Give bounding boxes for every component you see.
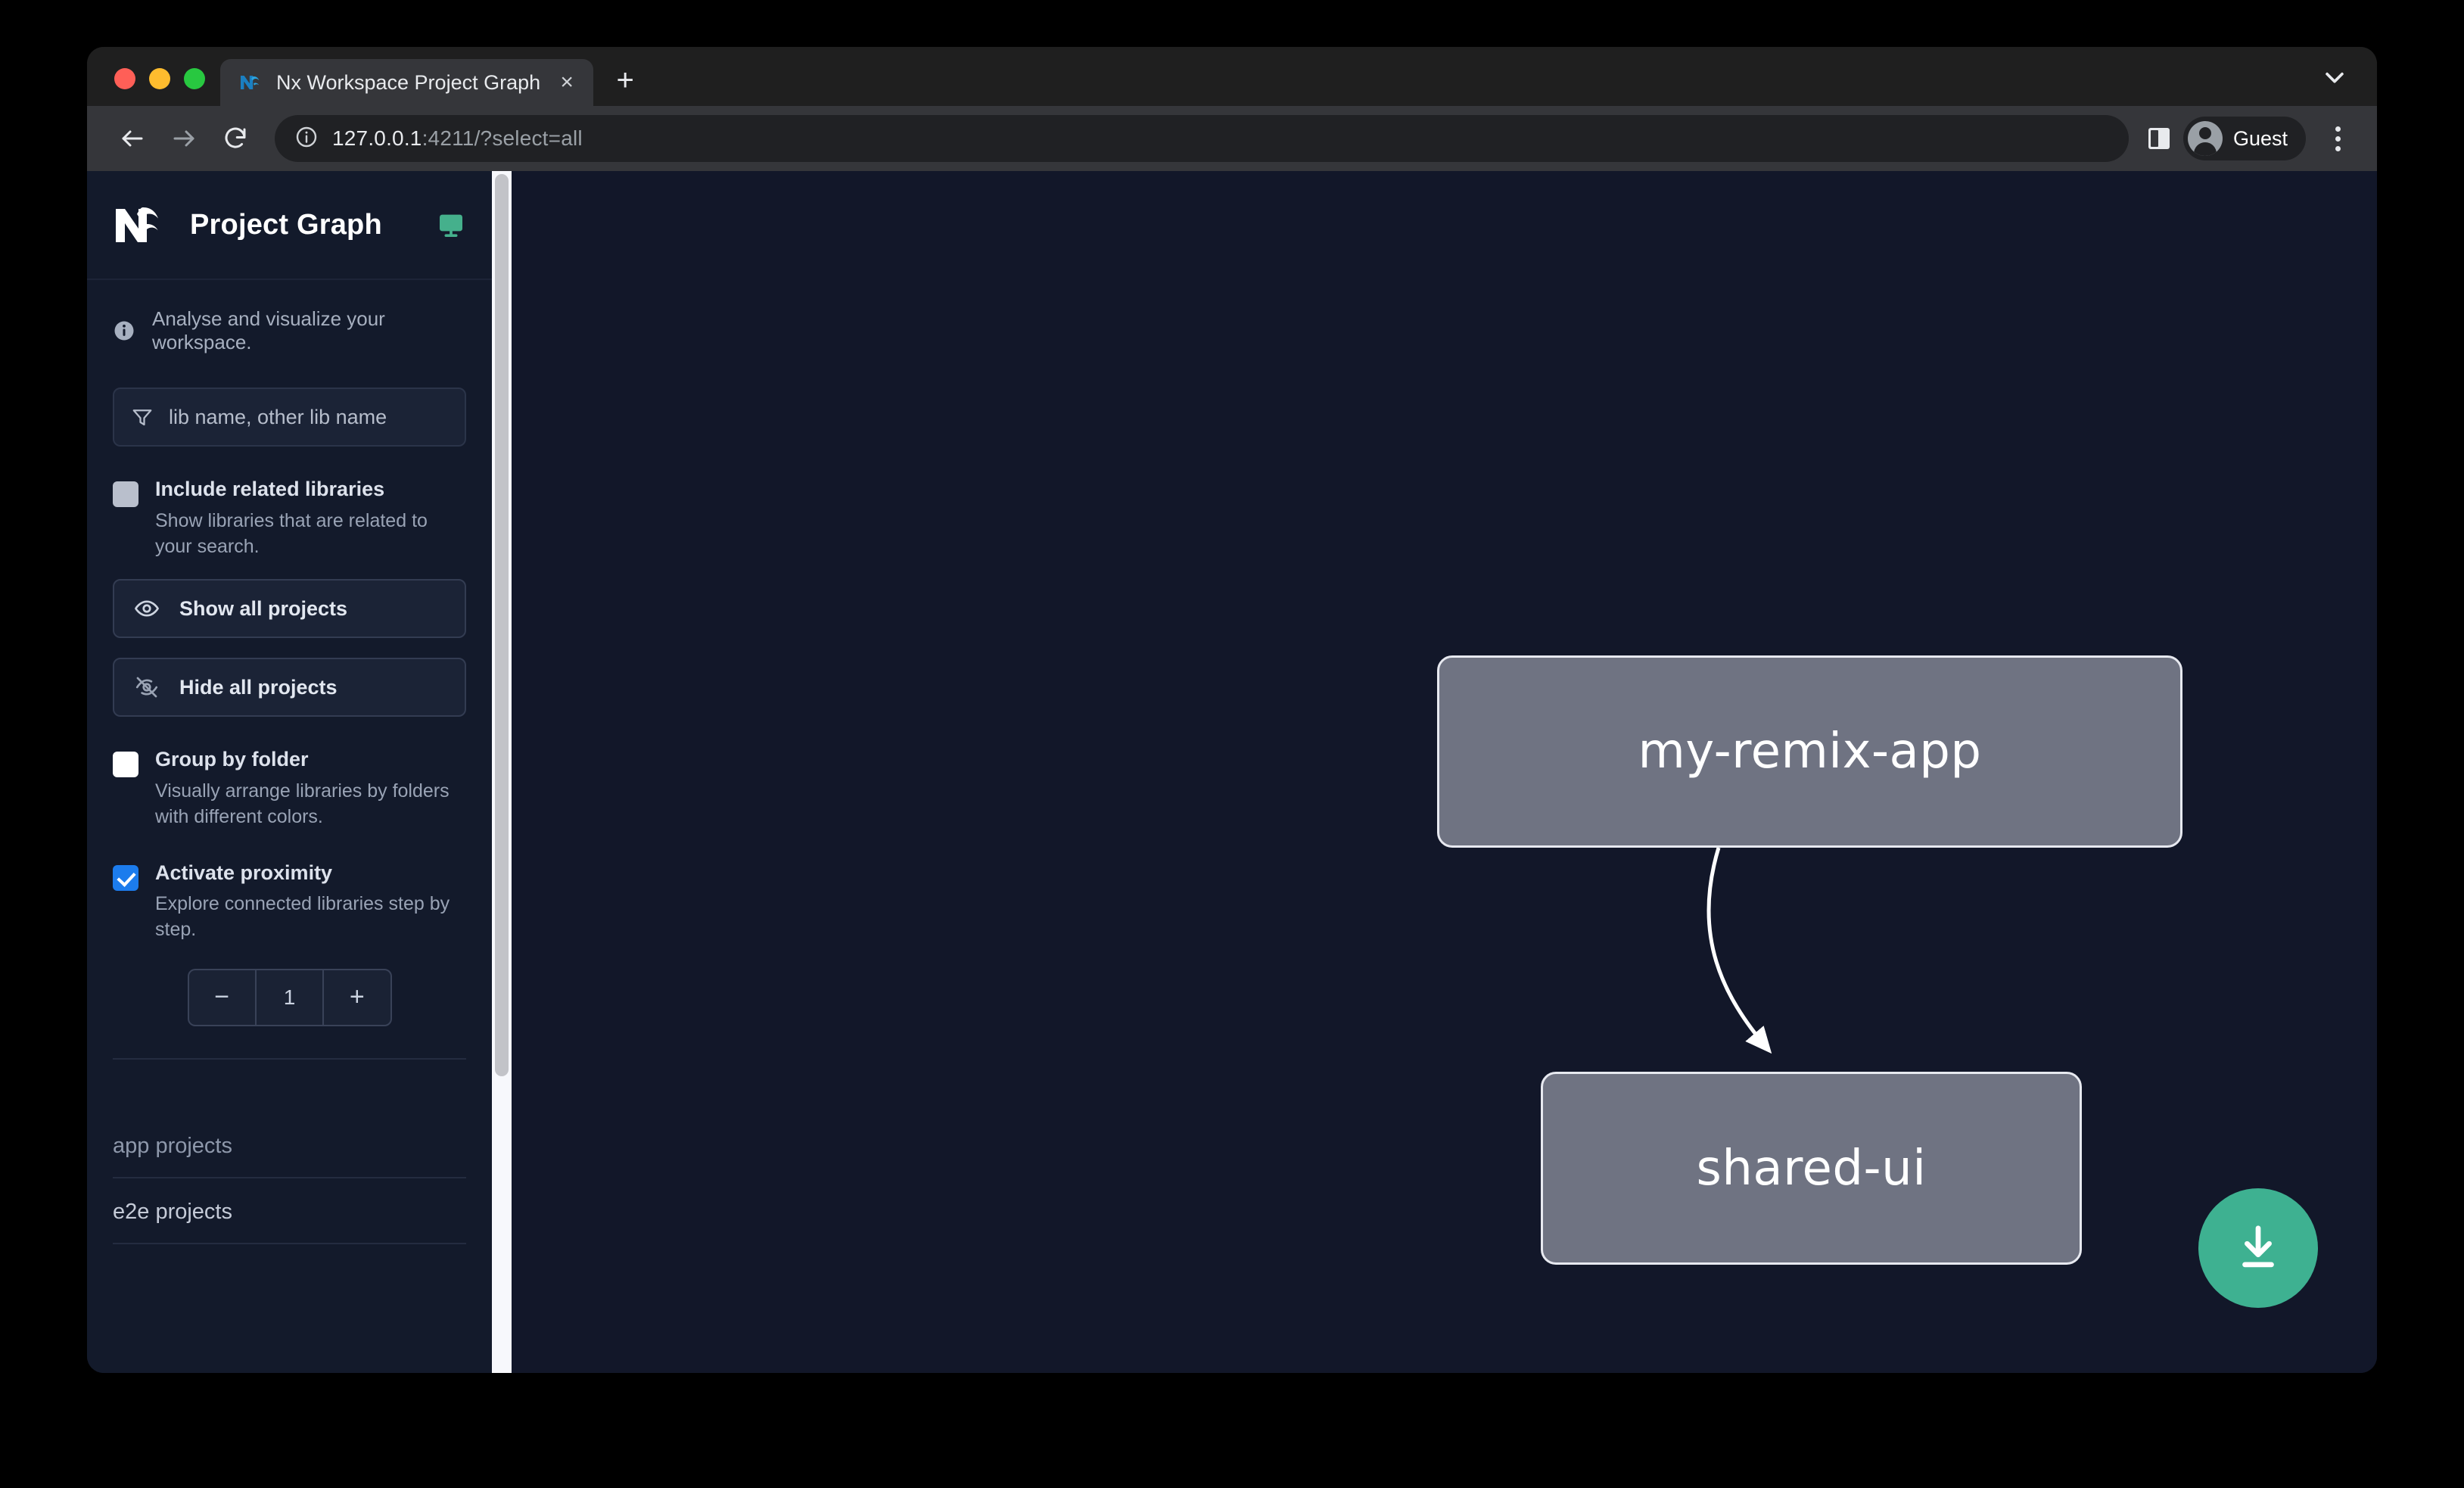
window-controls (87, 68, 220, 106)
graph-node-label: shared-ui (1696, 1140, 1927, 1197)
eye-slash-icon (134, 674, 160, 700)
minimize-window-button[interactable] (149, 68, 170, 89)
maximize-window-button[interactable] (184, 68, 205, 89)
sidebar-divider (113, 1057, 466, 1060)
proximity-value: 1 (254, 970, 325, 1025)
close-tab-button[interactable]: × (560, 70, 574, 95)
eye-icon (134, 596, 160, 621)
hide-all-projects-button[interactable]: Hide all projects (113, 658, 466, 718)
option-description: Show libraries that are related to your … (155, 509, 428, 557)
nx-logo-icon (113, 203, 167, 247)
group-header-app-projects[interactable]: app projects (113, 1113, 466, 1178)
back-arrow-icon[interactable] (110, 116, 155, 161)
option-text: Group by folder Visually arrange librari… (155, 747, 466, 830)
sidebar-header: Project Graph (87, 171, 492, 280)
monitor-icon[interactable] (436, 210, 466, 240)
side-panel-icon[interactable] (2148, 128, 2170, 149)
option-label: Group by folder (155, 748, 309, 771)
activate-proximity-checkbox[interactable] (113, 864, 138, 891)
option-include-related-libraries[interactable]: Include related libraries Show libraries… (113, 477, 466, 559)
group-header-e2e-projects[interactable]: e2e projects (113, 1178, 466, 1244)
chevron-down-icon[interactable] (2319, 62, 2350, 92)
browser-tab[interactable]: Nx Workspace Project Graph × (220, 59, 594, 106)
sidebar: Project Graph Analy (87, 171, 492, 1373)
proximity-stepper: − 1 + (187, 968, 392, 1026)
url-path: :4211/?select=all (422, 126, 583, 150)
page-scrollbar-thumb[interactable] (495, 174, 509, 1076)
page-content: Project Graph Analy (87, 171, 2377, 1373)
option-description: Explore connected libraries step by step… (155, 893, 450, 940)
address-bar-url: 127.0.0.1:4211/?select=all (332, 126, 583, 151)
download-icon (2242, 1225, 2274, 1268)
kebab-menu-icon[interactable] (2318, 117, 2357, 160)
tab-title: Nx Workspace Project Graph (276, 70, 541, 94)
option-group-by-folder[interactable]: Group by folder Visually arrange librari… (113, 747, 466, 830)
info-icon (113, 319, 135, 342)
reload-icon[interactable] (213, 116, 258, 161)
forward-arrow-icon[interactable] (161, 116, 207, 161)
browser-toolbar: 127.0.0.1:4211/?select=all Guest (87, 106, 2377, 171)
option-label: Activate proximity (155, 861, 333, 884)
project-groups: app projects e2e projects (113, 1113, 466, 1259)
sidebar-tagline: Analyse and visualize your workspace. (87, 280, 492, 374)
page-title: Project Graph (190, 208, 382, 241)
page-scrollbar[interactable] (492, 171, 512, 1373)
show-all-projects-button[interactable]: Show all projects (113, 579, 466, 639)
close-window-button[interactable] (114, 68, 135, 89)
profile-button[interactable]: Guest (2182, 117, 2306, 160)
url-host: 127.0.0.1 (332, 126, 422, 150)
search-input[interactable] (169, 405, 448, 429)
profile-name: Guest (2232, 126, 2288, 150)
edge-my-remix-app-to-shared-ui (1706, 847, 1772, 1054)
show-all-projects-label: Show all projects (179, 596, 348, 620)
new-tab-button[interactable]: + (616, 64, 634, 97)
include-related-libraries-checkbox[interactable] (113, 481, 138, 507)
option-text: Include related libraries Show libraries… (155, 477, 466, 559)
option-activate-proximity[interactable]: Activate proximity Explore connected lib… (113, 861, 466, 943)
avatar (2187, 121, 2223, 156)
nx-favicon-icon (238, 70, 264, 95)
project-graph-canvas[interactable]: my-remix-app shared-ui (512, 171, 2377, 1373)
browser-window: Nx Workspace Project Graph × + (87, 47, 2377, 1373)
proximity-increment-button[interactable]: + (349, 982, 365, 1012)
address-bar[interactable]: 127.0.0.1:4211/?select=all (275, 115, 2129, 162)
filter-funnel-icon (131, 406, 154, 428)
graph-node-label: my-remix-app (1638, 724, 1982, 780)
option-label: Include related libraries (155, 478, 385, 500)
download-image-button[interactable] (2198, 1188, 2318, 1308)
hide-all-projects-label: Hide all projects (179, 675, 338, 699)
graph-node-shared-ui[interactable]: shared-ui (1541, 1072, 2082, 1265)
tab-strip: Nx Workspace Project Graph × + (87, 47, 2377, 106)
sidebar-scroll-area: Include related libraries Show libraries… (87, 374, 492, 1373)
group-by-folder-checkbox[interactable] (113, 752, 138, 778)
search-box[interactable] (113, 388, 466, 447)
site-info-icon[interactable] (294, 125, 319, 153)
option-description: Visually arrange libraries by folders wi… (155, 780, 450, 827)
option-text: Activate proximity Explore connected lib… (155, 861, 466, 943)
graph-node-my-remix-app[interactable]: my-remix-app (1437, 655, 2182, 848)
proximity-decrement-button[interactable]: − (214, 982, 230, 1012)
sidebar-tagline-text: Analyse and visualize your workspace. (152, 307, 385, 353)
